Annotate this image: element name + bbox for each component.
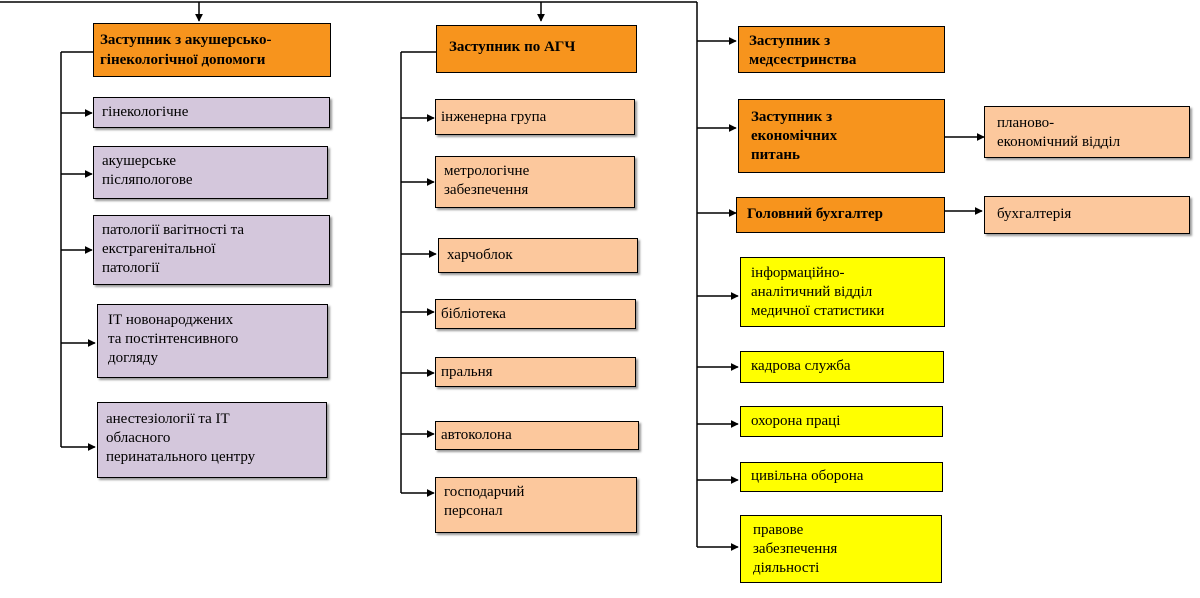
deputy-agch-header: Заступник по АГЧ xyxy=(436,25,637,73)
chief-accountant-header: Головний бухгалтер xyxy=(736,197,945,233)
unit-catering-label: харчоблок xyxy=(447,247,513,263)
deputy-economic-label: Заступник з економічних питань xyxy=(751,109,838,163)
labor-protection-label: охорона праці xyxy=(751,413,841,429)
deputy-obstetrics-header: Заступник з акушерсько- гінекологічної д… xyxy=(93,23,331,77)
unit-engineering: інженерна група xyxy=(435,99,635,135)
dept-postpartum: акушерське післяпологове xyxy=(93,146,328,199)
unit-laundry: пральня xyxy=(435,357,636,387)
legal-support: правове забезпечення діяльності xyxy=(740,515,942,583)
medical-statistics-dept-label: інформаційно- аналітичний відділ медично… xyxy=(751,265,885,319)
accounting-dept-label: бухгалтерія xyxy=(997,206,1072,222)
labor-protection: охорона праці xyxy=(740,406,943,437)
planning-economic-dept: планово- економічний відділ xyxy=(984,106,1190,158)
dept-neonatal-icu: ІТ новонароджених та постінтенсивного до… xyxy=(97,304,328,378)
hr-service: кадрова служба xyxy=(740,351,944,383)
deputy-agch-label: Заступник по АГЧ xyxy=(449,39,576,55)
deputy-economic-header: Заступник з економічних питань xyxy=(738,99,945,173)
unit-maintenance-staff-label: господарчий персонал xyxy=(444,484,525,519)
dept-neonatal-icu-label: ІТ новонароджених та постінтенсивного до… xyxy=(108,312,239,366)
accounting-dept: бухгалтерія xyxy=(984,196,1190,234)
hr-service-label: кадрова служба xyxy=(751,358,851,374)
unit-maintenance-staff: господарчий персонал xyxy=(435,477,637,533)
unit-catering: харчоблок xyxy=(438,238,638,273)
legal-support-label: правове забезпечення діяльності xyxy=(753,522,838,576)
civil-defense: цивільна оборона xyxy=(740,462,943,492)
unit-metrology-label: метрологічне забезпечення xyxy=(444,163,530,198)
dept-pregnancy-pathology: патології вагітності та екстрагенітально… xyxy=(93,215,330,285)
deputy-nursing-header: Заступник з медсестринства xyxy=(738,26,945,73)
dept-gynecology-label: гінекологічне xyxy=(102,104,189,120)
unit-laundry-label: пральня xyxy=(441,364,493,380)
chief-accountant-label: Головний бухгалтер xyxy=(747,206,884,222)
dept-postpartum-label: акушерське післяпологове xyxy=(102,153,193,188)
dept-anesthesiology-label: анестезіології та ІТ обласного перинатал… xyxy=(106,411,256,465)
unit-library-label: бібліотека xyxy=(441,306,506,322)
dept-pregnancy-pathology-label: патології вагітності та екстрагенітально… xyxy=(102,222,245,276)
deputy-obstetrics-label: Заступник з акушерсько- гінекологічної д… xyxy=(100,32,272,68)
medical-statistics-dept: інформаційно- аналітичний відділ медично… xyxy=(740,257,945,327)
unit-metrology: метрологічне забезпечення xyxy=(435,156,635,208)
unit-library: бібліотека xyxy=(435,299,636,329)
deputy-nursing-label: Заступник з медсестринства xyxy=(749,33,857,68)
planning-economic-dept-label: планово- економічний відділ xyxy=(997,115,1121,150)
unit-engineering-label: інженерна група xyxy=(441,109,547,125)
dept-gynecology: гінекологічне xyxy=(93,97,330,128)
unit-motor-pool-label: автоколона xyxy=(441,427,512,443)
civil-defense-label: цивільна оборона xyxy=(751,468,864,484)
unit-motor-pool: автоколона xyxy=(435,421,639,450)
dept-anesthesiology: анестезіології та ІТ обласного перинатал… xyxy=(97,402,327,478)
